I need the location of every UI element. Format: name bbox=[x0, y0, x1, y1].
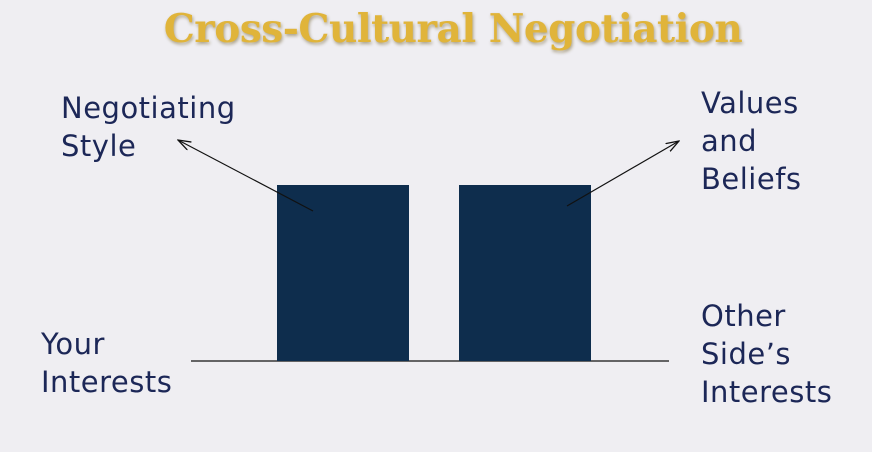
values-beliefs-label: Values and Beliefs bbox=[701, 86, 802, 196]
right-block bbox=[459, 185, 591, 361]
other-side-interests-label: Other Side’s Interests bbox=[701, 299, 833, 409]
right-arrow bbox=[566, 141, 679, 207]
left-block bbox=[277, 185, 409, 361]
negotiating-style-label: Negotiating Style bbox=[61, 91, 236, 163]
your-interests-label: Your Interests bbox=[41, 327, 173, 399]
slide-title: Cross-Cultural Negotiation bbox=[163, 6, 743, 52]
left-arrow bbox=[178, 140, 314, 212]
